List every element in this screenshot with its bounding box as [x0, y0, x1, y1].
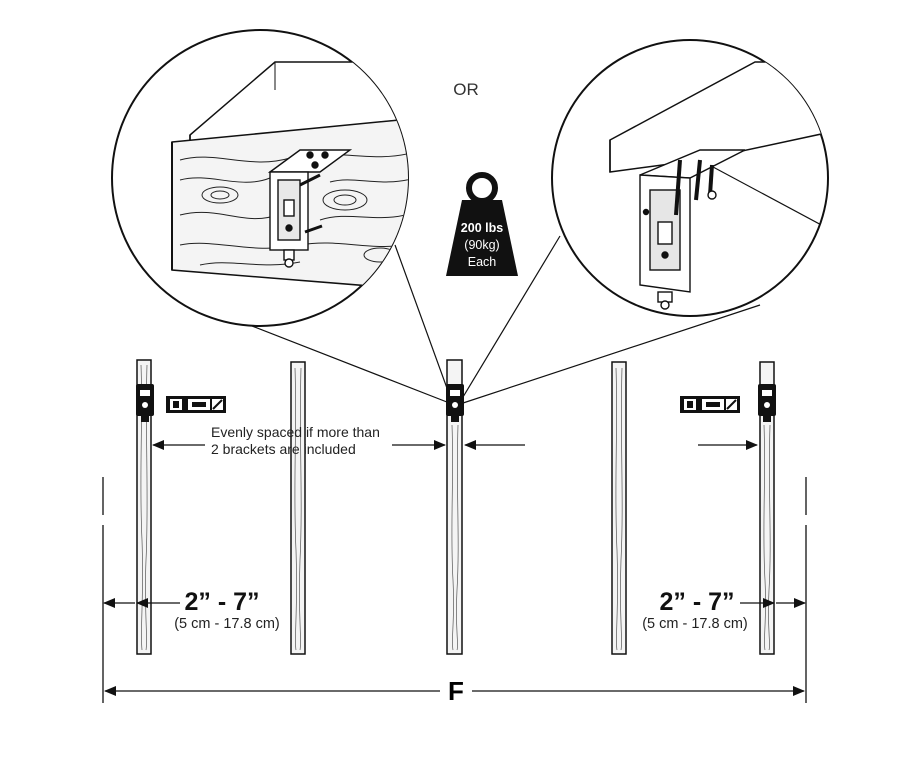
wall-studs — [136, 359, 775, 655]
level-tool-right — [680, 396, 740, 413]
right-offset-metric: (5 cm - 17.8 cm) — [642, 616, 748, 632]
stud — [759, 361, 775, 655]
mounted-bracket-right — [758, 384, 776, 422]
left-offset-metric: (5 cm - 17.8 cm) — [174, 616, 280, 632]
callout-leader-lines — [251, 235, 761, 405]
stud — [290, 361, 306, 655]
stud — [611, 361, 627, 655]
right-offset-imperial: 2” - 7” — [659, 588, 734, 616]
stud — [136, 359, 152, 655]
spacing-note-line1: Evenly spaced if more than — [211, 424, 380, 440]
mounted-bracket-center — [446, 384, 464, 422]
weight-capacity-icon: 200 lbs (90kg) Each — [446, 172, 518, 276]
extension-lines — [102, 477, 807, 703]
weight-load-text: 200 lbs — [461, 221, 503, 235]
weight-metric-text: (90kg) — [464, 238, 499, 252]
or-label: OR — [453, 80, 479, 99]
level-tool-left — [166, 396, 226, 413]
ceiling-mount-detail — [551, 39, 829, 317]
left-offset-imperial: 2” - 7” — [184, 588, 259, 616]
wood-mount-detail — [111, 29, 409, 327]
weight-unit-text: Each — [468, 255, 497, 269]
stud — [446, 359, 463, 655]
spacing-note-line2: 2 brackets are included — [211, 441, 356, 457]
overall-dimension-label: F — [448, 676, 464, 706]
mounted-bracket-left — [136, 384, 154, 422]
